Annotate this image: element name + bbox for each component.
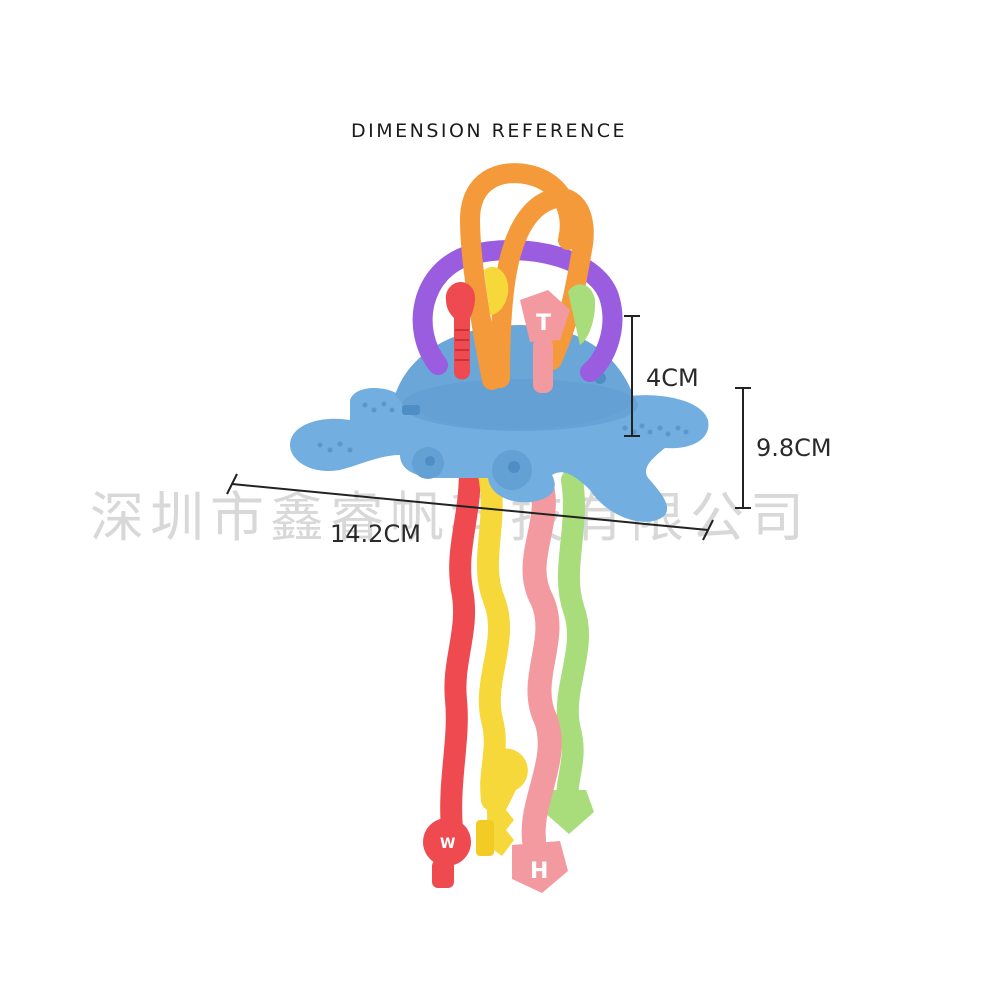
dimension-width	[226, 473, 714, 541]
width-label: 14.2CM	[330, 520, 421, 548]
ring-purple	[412, 240, 623, 382]
strap-green	[544, 469, 594, 834]
green-piece	[568, 284, 596, 345]
dimension-title: DIMENSION REFERENCE	[350, 120, 628, 142]
body-height-label: 9.8CM	[756, 434, 832, 462]
red-key	[445, 281, 476, 380]
dimension-body-height	[735, 387, 751, 509]
pink-key: T	[520, 290, 570, 393]
dimension-top-height	[624, 315, 640, 437]
yellow-piece	[484, 266, 509, 315]
top-height-label: 4CM	[646, 364, 699, 392]
pink-key-letter: T	[536, 311, 551, 336]
strap-red: W	[423, 459, 481, 888]
strap-pink: H	[512, 468, 568, 893]
strap-yellow	[476, 459, 528, 856]
pink-tag-letter: H	[530, 859, 548, 884]
watermark-text: 深圳市鑫睿帆科技有限公司	[90, 486, 810, 549]
red-key-letter: W	[440, 836, 455, 852]
